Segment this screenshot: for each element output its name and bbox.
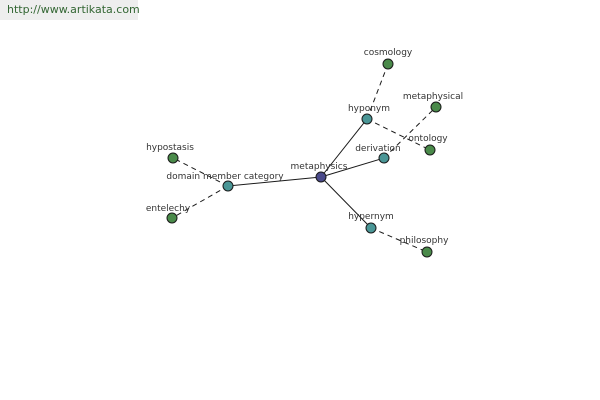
- node-metaphysics[interactable]: [315, 171, 327, 183]
- label-cosmology[interactable]: cosmology: [364, 48, 413, 58]
- edge-derivation-metaphysical: [383, 106, 437, 159]
- edge-hyponym-cosmology: [366, 63, 389, 120]
- edge-domain-entelechy: [171, 185, 229, 219]
- edge-hypernym-philosophy: [370, 227, 428, 253]
- edge-metaphysics-hyponym: [320, 118, 368, 178]
- edge-domain-hypostasis: [172, 157, 229, 187]
- node-metaphysical[interactable]: [430, 101, 442, 113]
- label-hypostasis[interactable]: hypostasis: [146, 143, 194, 153]
- edge-metaphysics-domain: [227, 176, 322, 187]
- edge-metaphysics-derivation: [320, 157, 385, 178]
- label-hypernym[interactable]: hypernym: [348, 212, 394, 222]
- node-hyponym[interactable]: [361, 113, 373, 125]
- node-entelechy[interactable]: [166, 212, 178, 224]
- node-hypernym[interactable]: [365, 222, 377, 234]
- label-ontology[interactable]: ontology: [408, 134, 448, 144]
- label-domain[interactable]: domain member category: [166, 172, 284, 182]
- label-philosophy[interactable]: philosophy: [400, 236, 450, 246]
- edge-metaphysics-hypernym: [320, 176, 372, 229]
- node-domain[interactable]: [222, 180, 234, 192]
- label-metaphysics[interactable]: metaphysics: [291, 162, 348, 172]
- label-derivation[interactable]: derivation: [355, 144, 401, 154]
- watermark-url[interactable]: http://www.artikata.com: [0, 0, 140, 20]
- label-entelechy[interactable]: entelechy: [146, 204, 191, 214]
- label-hyponym[interactable]: hyponym: [348, 104, 390, 114]
- edge-hyponym-ontology: [366, 118, 431, 151]
- node-cosmology[interactable]: [382, 58, 394, 70]
- node-ontology[interactable]: [424, 144, 436, 156]
- node-hypostasis[interactable]: [167, 152, 179, 164]
- node-philosophy[interactable]: [421, 246, 433, 258]
- node-derivation[interactable]: [378, 152, 390, 164]
- label-metaphysical[interactable]: metaphysical: [403, 92, 463, 102]
